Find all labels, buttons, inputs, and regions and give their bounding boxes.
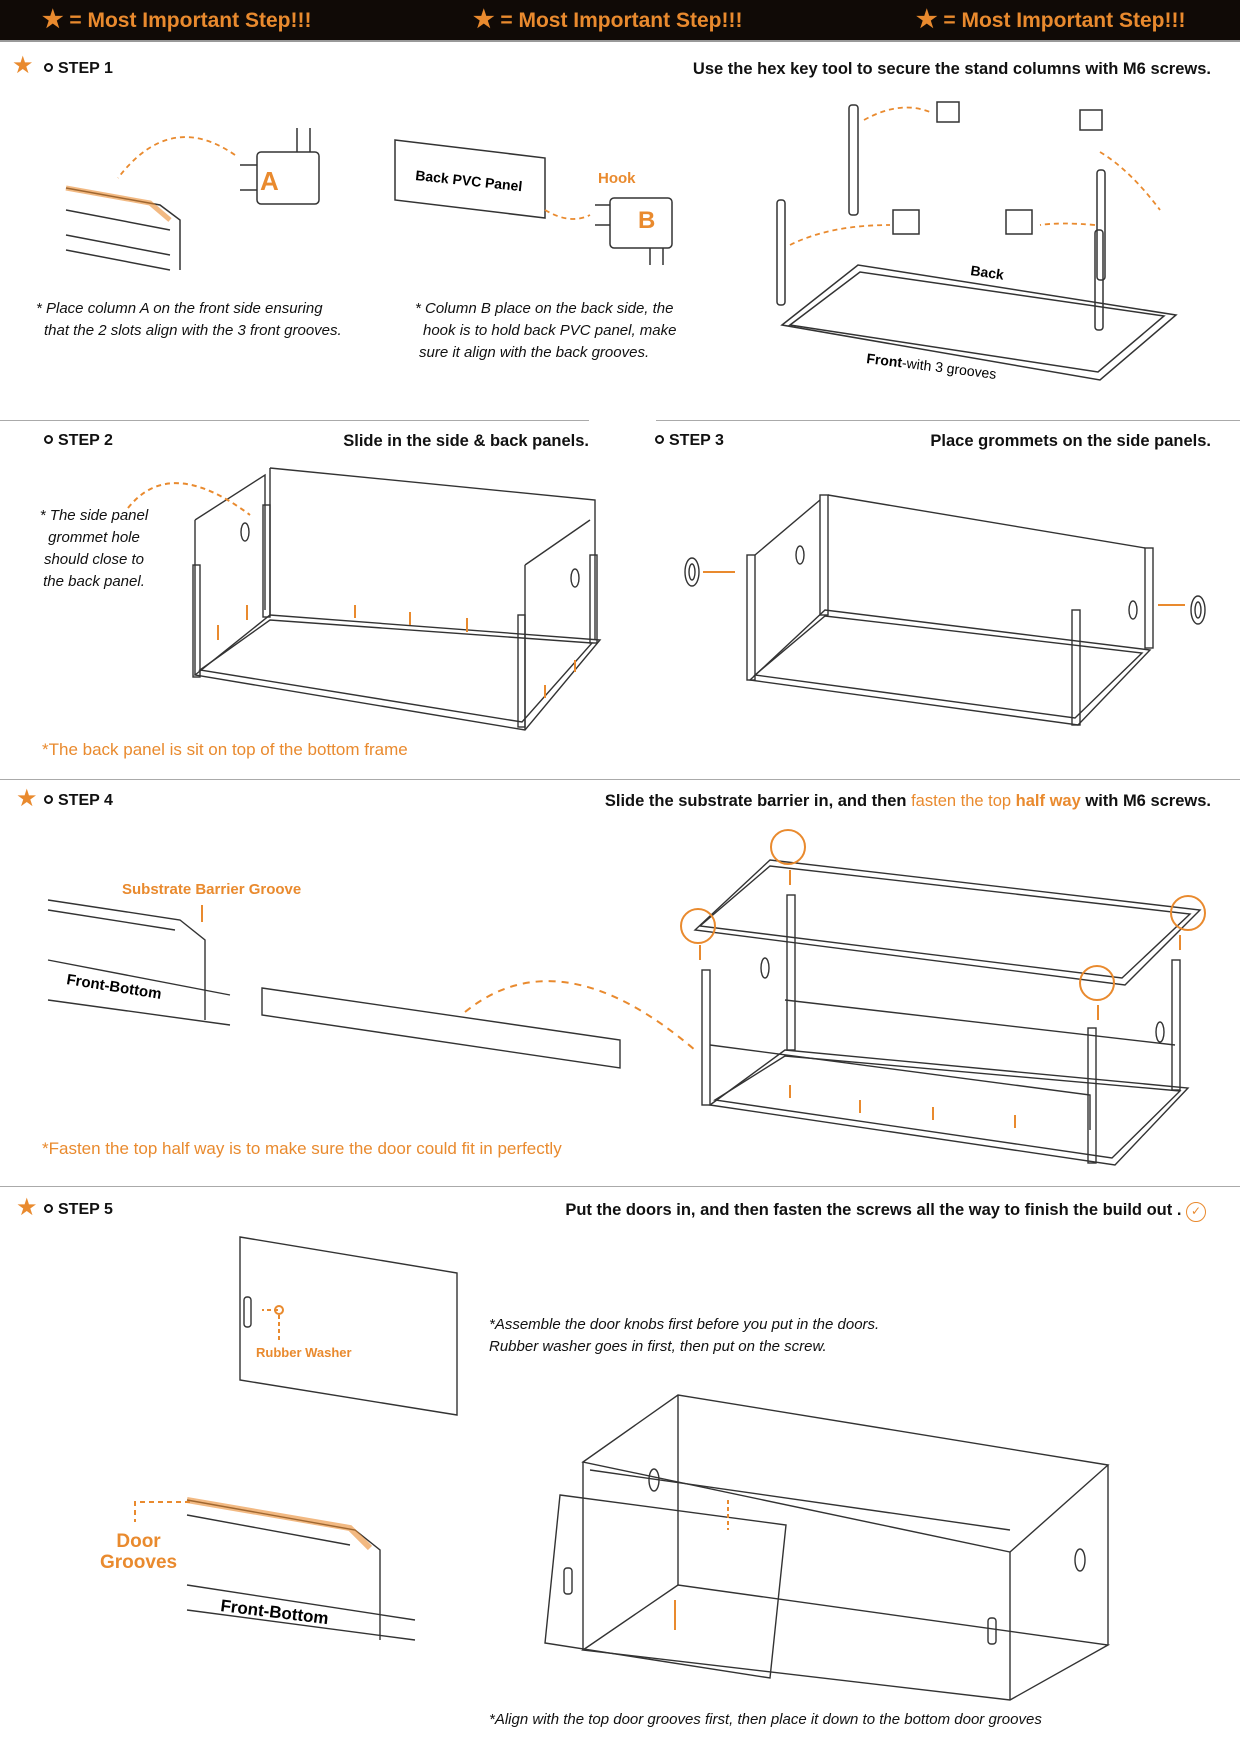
banner-item: ★ = Most Important Step!!!	[916, 8, 1185, 33]
star-icon: ★	[473, 6, 495, 33]
step2-note: * The side panel grommet hole should close…	[34, 505, 154, 593]
back-label: Back	[970, 262, 1006, 283]
note-line: *Assemble the door knobs first before yo…	[489, 1316, 880, 1333]
note-line: Rubber washer goes in first, then put on…	[489, 1338, 827, 1355]
step1-note-column-a: * Place column A on the front side ensur…	[36, 298, 342, 342]
note-line: grommet hole	[48, 529, 140, 546]
step5-note: *Assemble the door knobs first before yo…	[489, 1314, 879, 1358]
label-line: Grooves	[100, 1552, 178, 1573]
instr-text: Put the doors in, and then fasten the sc…	[565, 1201, 1182, 1219]
step-label-text: STEP 2	[58, 432, 113, 449]
star-icon: ★	[16, 1194, 38, 1221]
divider	[0, 779, 1240, 780]
note-line: sure it align with the back grooves.	[419, 344, 650, 361]
step5-instruction: Put the doors in, and then fasten the sc…	[565, 1201, 1206, 1222]
star-icon: ★	[42, 6, 64, 33]
step4-instruction: Slide the substrate barrier in, and then…	[605, 792, 1211, 811]
divider	[656, 420, 1240, 421]
step4-label: STEP 4	[44, 792, 113, 810]
step1-note-column-b: * Column B place on the back side, the h…	[415, 298, 676, 364]
front-bottom-label: Front-Bottom	[220, 1596, 330, 1628]
step5-illustration: Front-Bottom	[134, 1236, 1111, 1701]
step4-illustration: Front-Bottom	[47, 829, 1206, 1166]
divider	[0, 420, 589, 421]
step5-label: STEP 5	[44, 1201, 113, 1219]
star-icon: ★	[16, 785, 38, 812]
front-suffix: -with 3 grooves	[901, 354, 997, 381]
banner-text: = Most Important Step!!!	[500, 9, 743, 32]
label-line: Door	[116, 1531, 161, 1552]
banner-item: ★ = Most Important Step!!!	[42, 8, 311, 33]
hook-label: Hook	[598, 170, 636, 187]
banner-text: = Most Important Step!!!	[943, 9, 1186, 32]
note-line: should close to	[43, 551, 145, 568]
step-label-text: STEP 1	[58, 60, 113, 77]
step3-label: STEP 3	[655, 432, 724, 450]
banner-text: = Most Important Step!!!	[69, 9, 312, 32]
step2-label: STEP 2	[44, 432, 113, 450]
step2-3-illustration	[127, 467, 1206, 731]
instr-part: half way	[1015, 792, 1081, 810]
step-label-text: STEP 3	[669, 432, 724, 449]
star-icon: ★	[916, 6, 938, 33]
step3-instruction: Place grommets on the side panels.	[930, 432, 1211, 450]
front-text: Front	[866, 350, 904, 370]
check-circle-icon: ✓	[1186, 1202, 1206, 1222]
step-label-text: STEP 4	[58, 792, 113, 809]
divider	[0, 1186, 1240, 1187]
step-label-text: STEP 5	[58, 1201, 113, 1218]
back-panel-label: Back PVC Panel	[415, 167, 523, 194]
note-line: * The side panel	[39, 507, 149, 524]
step5-bottom-note: *Align with the top door grooves first, …	[489, 1711, 1042, 1728]
column-b-tag: B	[638, 207, 655, 234]
step1-illustration: A B Back PVC Panel Hook Back Front-with …	[65, 101, 1178, 382]
note-line: * Column B place on the back side, the	[415, 300, 674, 317]
note-line: that the 2 slots align with the 3 front …	[44, 322, 342, 339]
front-bottom-label: Front-Bottom	[65, 971, 162, 1003]
important-step-banner: ★ = Most Important Step!!! ★ = Most Impo…	[0, 0, 1240, 42]
rubber-washer-label: Rubber Washer	[256, 1345, 352, 1360]
instr-part: with M6 screws.	[1080, 792, 1211, 810]
substrate-groove-label: Substrate Barrier Groove	[122, 881, 302, 898]
step2-instruction: Slide in the side & back panels.	[343, 432, 589, 450]
star-icon: ★	[12, 52, 34, 79]
note-line: the back panel.	[43, 573, 145, 590]
note-line: hook is to hold back PVC panel, make	[423, 322, 677, 339]
instr-part: fasten the top	[911, 792, 1016, 810]
banner-item: ★ = Most Important Step!!!	[473, 8, 742, 33]
step2-orange-note: *The back panel is sit on top of the bot…	[42, 740, 408, 759]
instr-part: Slide the substrate barrier in, and then	[604, 792, 912, 810]
front-label: Front-with 3 grooves	[866, 350, 998, 382]
note-line: * Place column A on the front side ensur…	[36, 300, 323, 317]
step1-instruction: Use the hex key tool to secure the stand…	[692, 60, 1211, 78]
column-a-tag: A	[260, 166, 279, 196]
step4-orange-note: *Fasten the top half way is to make sure…	[42, 1139, 562, 1158]
step1-label: STEP 1	[44, 60, 113, 78]
